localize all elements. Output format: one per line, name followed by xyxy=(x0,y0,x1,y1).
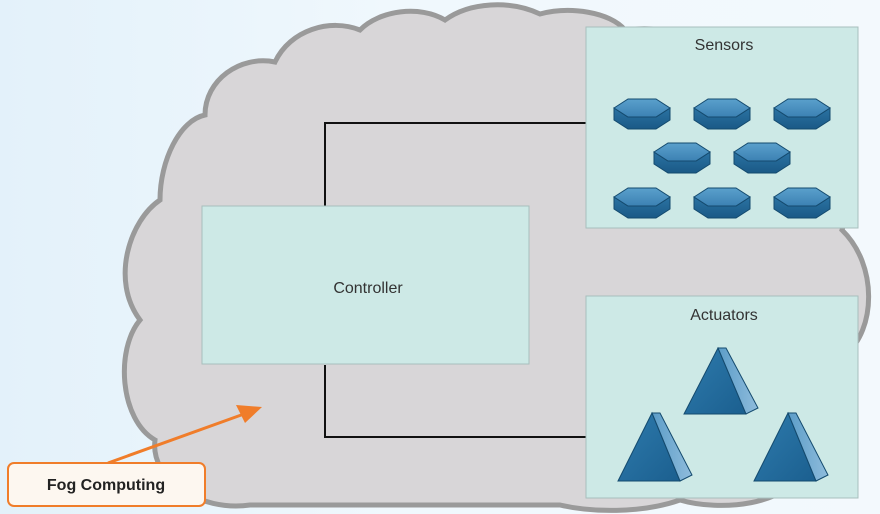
sensor-hexagon-icon xyxy=(733,142,791,174)
sensor-hexagon-icon xyxy=(773,98,831,130)
fog-computing-label: Fog Computing xyxy=(47,477,165,494)
sensors-title: Sensors xyxy=(695,37,754,54)
callout-arrow-head-icon xyxy=(236,405,262,423)
fog-computing-callout: Fog Computing xyxy=(7,405,262,507)
sensor-hexagon-icon xyxy=(773,187,831,219)
actuators-title: Actuators xyxy=(690,307,758,324)
callout-arrow-line xyxy=(107,412,245,465)
sensor-hexagon-icon xyxy=(653,142,711,174)
fog-computing-label-box xyxy=(7,462,206,507)
controller-actuators-connector xyxy=(324,365,586,438)
actuator-triangle-icon xyxy=(617,411,693,482)
sensor-hexagon-icon xyxy=(693,187,751,219)
controller-sensors-connector xyxy=(324,122,586,206)
actuator-triangle-icon xyxy=(753,411,829,482)
sensor-hexagon-icon xyxy=(613,98,671,130)
actuators-box: Actuators xyxy=(585,295,859,499)
controller-box: Controller xyxy=(201,205,530,365)
controller-label: Controller xyxy=(333,280,403,297)
sensor-icons xyxy=(613,98,831,219)
actuator-icons xyxy=(617,346,829,482)
sensor-hexagon-icon xyxy=(613,187,671,219)
sensor-hexagon-icon xyxy=(693,98,751,130)
connector-lines xyxy=(324,122,586,438)
sensors-box: Sensors xyxy=(585,26,859,229)
actuator-triangle-icon xyxy=(683,346,759,415)
